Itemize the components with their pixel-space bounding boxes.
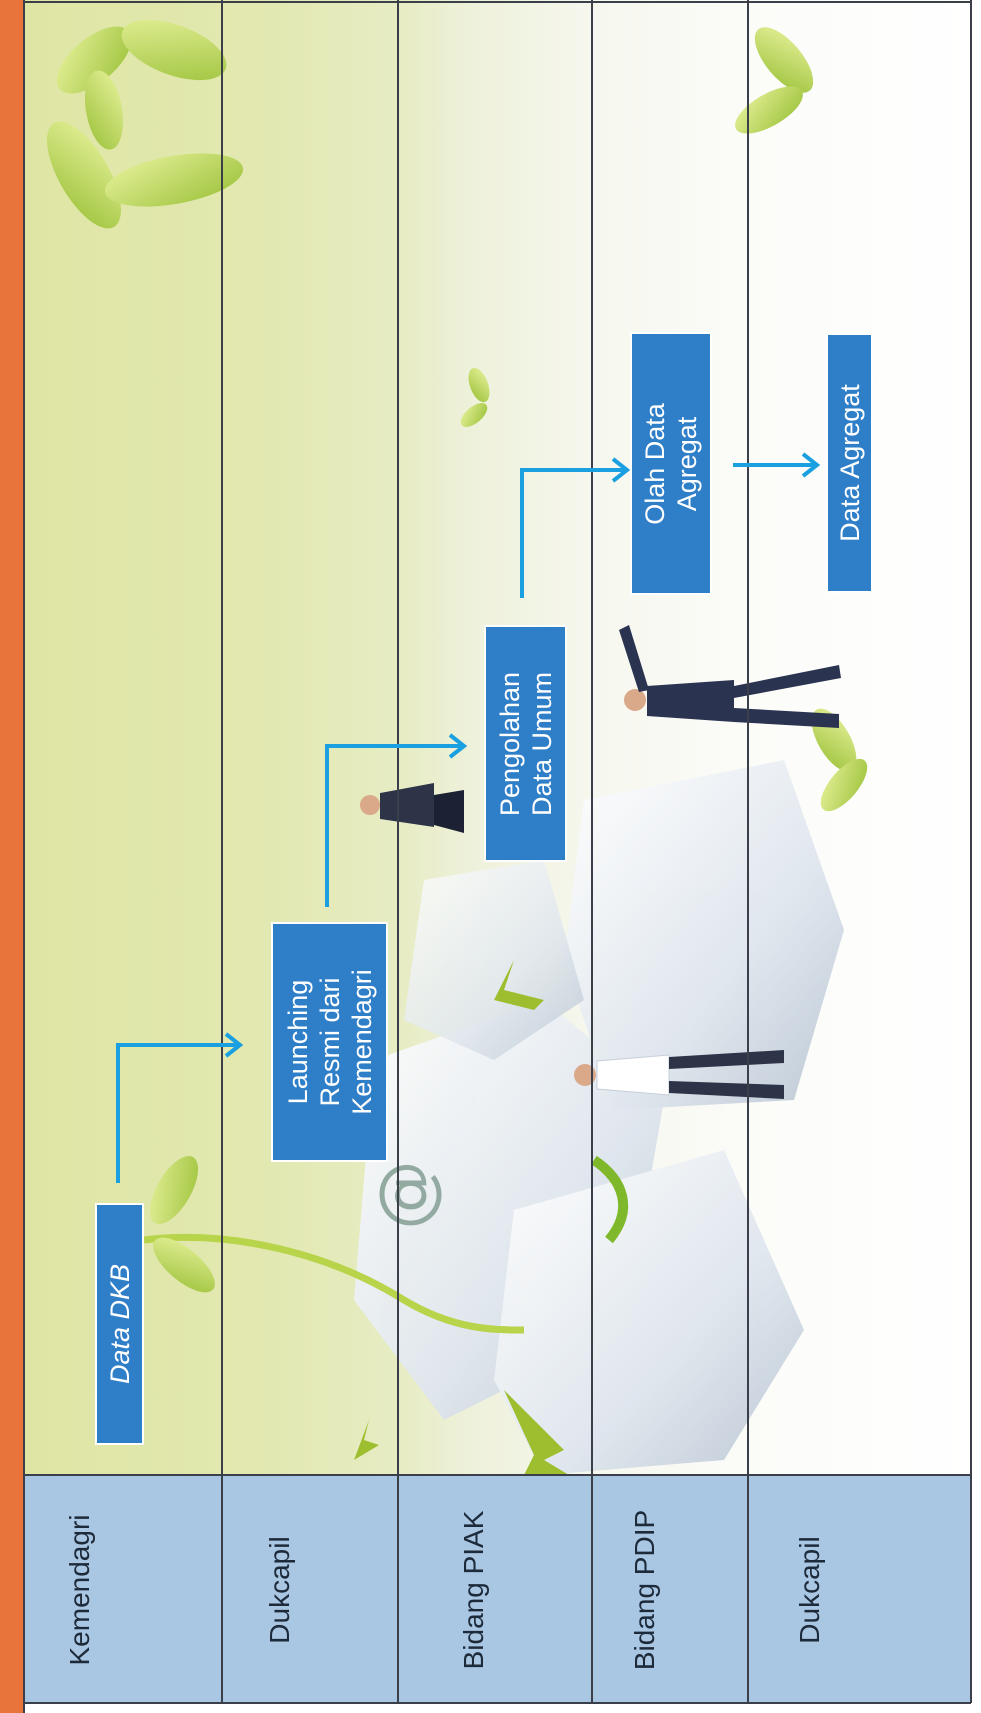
- step-label: Data DKB: [104, 1263, 135, 1385]
- lane-grid: [23, 0, 972, 1713]
- lane-label-kemendagri: Kemendagri: [50, 1490, 110, 1690]
- lane-label-dukcapil: Dukcapil: [250, 1490, 310, 1690]
- step-olah-data: Olah Data Agregat: [630, 332, 712, 595]
- flow-arrows: [116, 452, 821, 1183]
- svg-text:@: @: [364, 1160, 446, 1230]
- lane-label-dukcapil-2: Dukcapil: [780, 1490, 840, 1690]
- step-data-agregat: Data Agregat: [826, 333, 873, 593]
- step-label: Launching Resmi dari Kemendagri: [282, 969, 377, 1115]
- step-pengolahan: Pengolahan Data Umum: [484, 625, 567, 862]
- arrow-dkb-to-launching: [116, 1043, 238, 1183]
- green-arrows: [354, 960, 569, 1475]
- business-people: [360, 625, 841, 1099]
- step-launching: Launching Resmi dari Kemendagri: [271, 922, 388, 1162]
- lane-label-text: Kemendagri: [64, 1514, 95, 1666]
- arrow-pengolahan-to-olah: [520, 468, 625, 598]
- accent-bar: [0, 0, 24, 1713]
- step-label: Data Agregat: [834, 384, 865, 542]
- lane-label-bidang-pdip: Bidang PDIP: [615, 1490, 675, 1690]
- vine-stem: [143, 1234, 525, 1334]
- lane-label-text: Bidang PDIP: [629, 1509, 660, 1671]
- lane-label-text: Dukcapil: [264, 1536, 295, 1644]
- step-data-dkb: Data DKB: [95, 1203, 144, 1445]
- lane-labels-band: [24, 1475, 971, 1703]
- arrow-launching-to-pengolahan: [325, 744, 462, 907]
- step-label: Olah Data Agregat: [640, 402, 702, 525]
- step-label: Pengolahan Data Umum: [494, 671, 557, 816]
- leaves: [47, 19, 868, 1293]
- lane-label-bidang-piak: Bidang PIAK: [444, 1490, 504, 1690]
- lane-label-text: Bidang PIAK: [458, 1510, 489, 1670]
- cube-shapes: @: [354, 760, 844, 1475]
- illustration-art: @: [47, 19, 868, 1475]
- lane-label-text: Dukcapil: [794, 1536, 825, 1644]
